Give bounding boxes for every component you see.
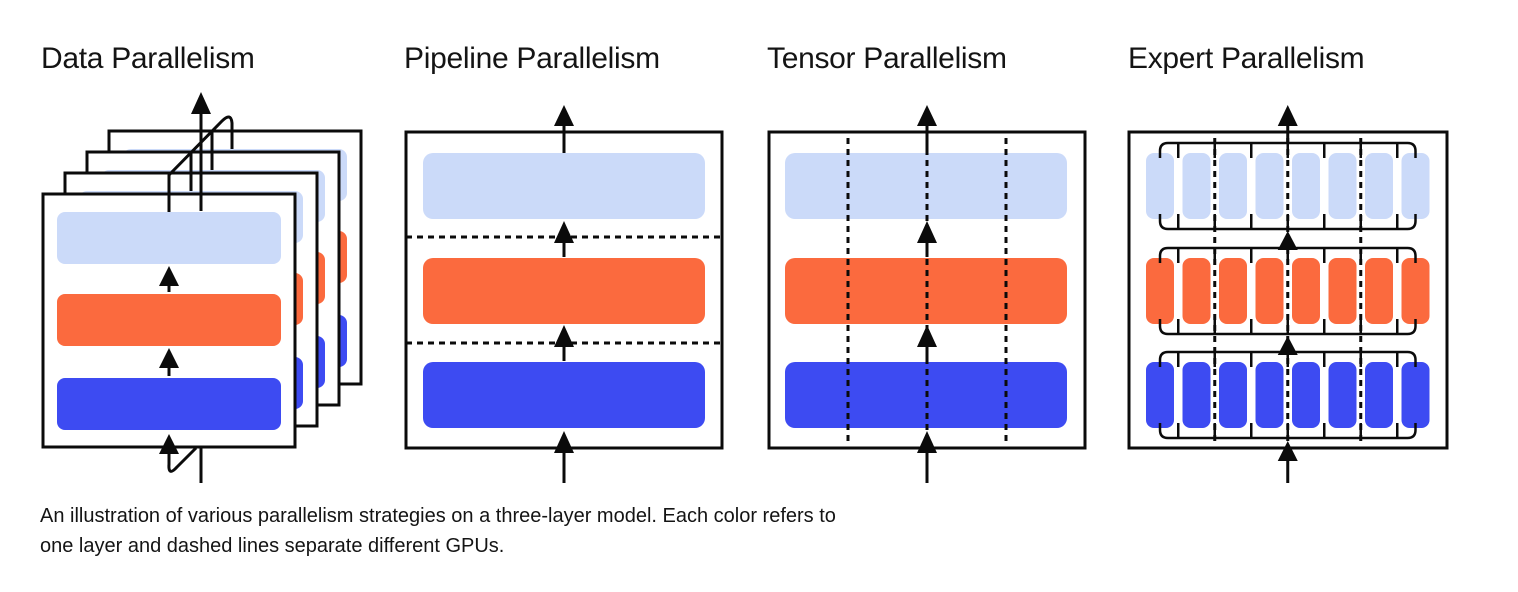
arrow-up-icon <box>917 431 937 453</box>
caption-line-1: An illustration of various parallelism s… <box>40 505 836 527</box>
dp-replica-card-front <box>41 192 297 449</box>
ep-expert-row-middle <box>1146 246 1430 336</box>
ep-model-box <box>1127 130 1449 450</box>
ep-expert-row-bottom <box>1146 350 1430 440</box>
arrow-up-icon <box>917 325 937 347</box>
arrow-up-icon <box>554 221 574 243</box>
arrow-up-icon <box>1277 441 1298 461</box>
arrow-up-icon <box>917 105 937 126</box>
arrow-up-icon <box>917 221 937 243</box>
arrow-up-icon <box>1277 105 1298 126</box>
dp-input-split-ribbon <box>159 434 203 483</box>
pipeline-parallelism-diagram <box>404 105 724 483</box>
ep-flow-arrows <box>1277 105 1298 483</box>
data-parallelism-diagram <box>41 92 363 483</box>
arrow-up-icon <box>554 431 574 453</box>
arrow-up-icon <box>159 434 179 454</box>
dp-output-merge-ribbon <box>167 92 234 212</box>
arrow-up-icon <box>1277 231 1298 250</box>
arrow-up-icon <box>1277 336 1298 355</box>
ep-gpu-boundary-dashed-lines <box>1213 138 1363 445</box>
arrow-up-icon <box>159 266 179 286</box>
arrow-up-icon <box>191 92 211 114</box>
arrow-up-icon <box>554 325 574 347</box>
dp-inter-layer-arrows <box>159 266 179 376</box>
pp-flow-arrows <box>554 105 574 483</box>
ep-expert-row-top <box>1146 141 1430 231</box>
tp-flow-arrows <box>917 105 937 483</box>
tp-layer-middle <box>785 258 1067 324</box>
expert-parallelism-diagram <box>1127 105 1449 483</box>
tp-gpu-boundary-dashed-lines <box>846 138 1008 444</box>
pp-layer-top <box>423 153 705 219</box>
panel-title-expert-parallelism: Expert Parallelism <box>1128 42 1365 75</box>
pp-layer-middle <box>423 258 705 324</box>
panel-title-tensor-parallelism: Tensor Parallelism <box>767 42 1007 75</box>
caption-line-2: one layer and dashed lines separate diff… <box>40 535 505 557</box>
panel-title-pipeline-parallelism: Pipeline Parallelism <box>404 42 660 75</box>
arrow-up-icon <box>159 348 179 368</box>
arrow-up-icon <box>554 105 574 126</box>
panel-title-data-parallelism: Data Parallelism <box>41 42 255 75</box>
pp-layer-bottom <box>423 362 705 428</box>
figure-caption: An illustration of various parallelism s… <box>40 501 836 561</box>
tensor-parallelism-diagram <box>767 105 1087 483</box>
